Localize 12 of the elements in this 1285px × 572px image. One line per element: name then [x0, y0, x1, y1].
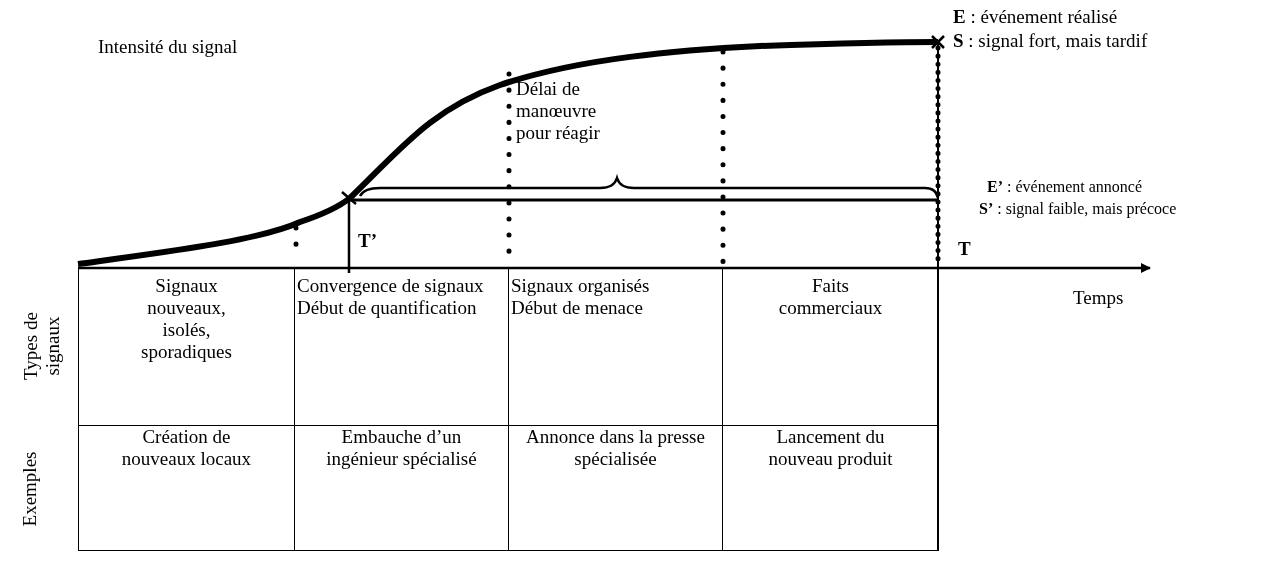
- annotation-text: Délai de manœuvre pour réagir: [516, 78, 601, 144]
- axis-label: Temps: [1073, 287, 1125, 309]
- axis-label: Intensité du signal: [98, 36, 239, 58]
- annotation-text: S : signal fort, mais tardif: [953, 30, 1149, 52]
- annotation-text: E : événement réalisé: [953, 6, 1119, 28]
- table-cell: Création de nouveaux locaux: [78, 425, 295, 551]
- time-marker-label: T’: [358, 230, 378, 252]
- annotation-text: S’ : signal faible, mais précoce: [979, 199, 1178, 220]
- time-marker-label: T: [958, 238, 972, 260]
- row-header: Exemples: [19, 450, 41, 529]
- row-header: Types de signaux: [20, 311, 64, 382]
- annotation-text: E’ : événement annoncé: [987, 177, 1144, 197]
